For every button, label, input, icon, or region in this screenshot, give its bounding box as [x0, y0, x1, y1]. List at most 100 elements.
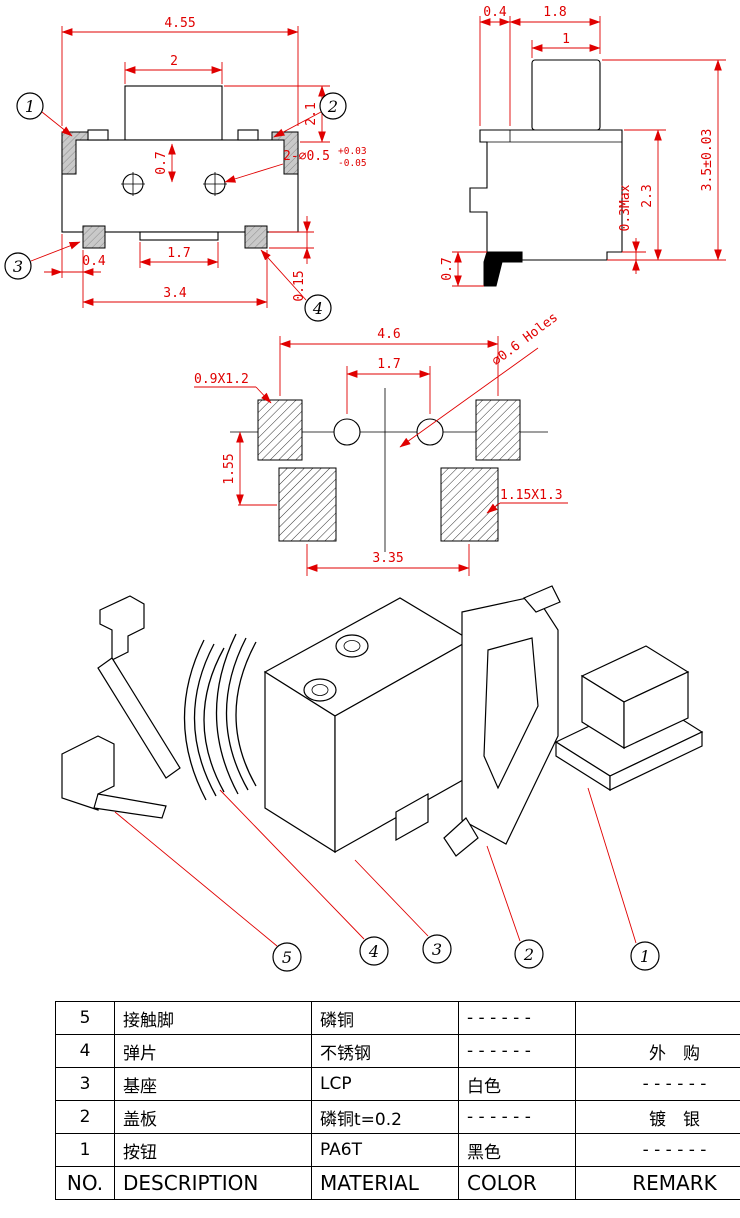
- dim-pad-span-x-label: 4.6: [377, 327, 400, 342]
- header-material: MATERIAL: [311, 1166, 459, 1200]
- part-4-springs: [183, 633, 257, 801]
- balloon-3-exploded-number: 3: [432, 940, 442, 959]
- parts-table: 5 接触脚 磷铜 - - - - - - 4 弹片 不锈钢 - - - - - …: [55, 1001, 740, 1200]
- cover-tab-right: [237, 129, 259, 141]
- balloon-1-exploded-number: 1: [640, 947, 650, 966]
- cell-no: 2: [55, 1100, 115, 1134]
- dim-holes-tol-upper: +0.03: [338, 146, 367, 157]
- balloon-3-number: 3: [13, 257, 23, 276]
- mounting-pad-left: [82, 225, 106, 249]
- drawing-canvas: 4.55 2 2.1 0.7 2-∅0.5 +0.03 -0.05 0.4: [4, 5, 726, 972]
- balloon-2: 2: [273, 92, 347, 138]
- label-pad-bottom-size: 1.15X1.3: [486, 488, 568, 514]
- table-header-row: NO. DESCRIPTION MATERIAL COLOR REMARK: [55, 1166, 740, 1200]
- dim-body-height: 2.3: [640, 129, 662, 261]
- balloon-4-exploded-number: 4: [368, 942, 379, 961]
- table-row-3: 3 基座 LCP 白色 - - - - - -: [55, 1067, 740, 1101]
- dim-pad-height-label: 0.15: [292, 270, 307, 301]
- hole-centerlines: [121, 172, 227, 196]
- cell-no: 4: [55, 1034, 115, 1068]
- cell-remark: 镀 银: [575, 1100, 740, 1134]
- exploded-view: 5 4 3 2 1: [61, 585, 704, 972]
- dim-pad-span-label: 3.4: [163, 286, 187, 301]
- table-row-2: 2 盖板 磷铜t=0.2 - - - - - - 镀 银: [55, 1100, 740, 1134]
- balloon-3-exploded: 3: [422, 934, 452, 964]
- dim-pad-span-bottom-label: 3.35: [372, 551, 403, 566]
- header-remark: REMARK: [575, 1166, 740, 1200]
- dim-body-height-label: 2.3: [640, 184, 655, 207]
- dim-hole-pitch-label: 1.7: [377, 357, 400, 372]
- cell-color: - - - - - -: [458, 1100, 576, 1134]
- cover-detail-lines: [487, 130, 622, 143]
- dim-total-width: 4.55: [61, 16, 299, 36]
- dim-pad-height: 0.15: [292, 216, 311, 302]
- balloon-4-exploded-circle: [359, 936, 389, 966]
- dim-pad-span-bottom: 3.35: [306, 551, 470, 572]
- cell-color: 黑色: [458, 1133, 576, 1167]
- label-pad-top-size: 0.9X1.2: [194, 372, 272, 404]
- balloon-3: 3: [4, 241, 81, 280]
- balloon-4-leader: [260, 249, 307, 301]
- table-row-4: 4 弹片 不锈钢 - - - - - - 外 购: [55, 1034, 740, 1068]
- button-side-outline: [531, 59, 601, 131]
- pad-bottom-right: [440, 467, 499, 542]
- balloon-3-leader: [30, 241, 81, 262]
- balloon-2-circle: [319, 92, 347, 120]
- cell-description: 接触脚: [114, 1001, 312, 1035]
- cover-corner-right: [271, 131, 299, 175]
- table-row-1: 1 按钮 PA6T 黑色 - - - - - -: [55, 1133, 740, 1167]
- cell-no: 5: [55, 1001, 115, 1035]
- header-no: NO.: [55, 1166, 115, 1200]
- part-1-button: [554, 645, 704, 792]
- label-pad-bottom-size-text: 1.15X1.3: [500, 488, 563, 503]
- dim-top-width-label: 1.8: [543, 5, 566, 20]
- balloon-3-exploded-circle: [422, 934, 452, 964]
- cover-tab-left: [87, 129, 109, 141]
- cell-remark: - - - - - -: [575, 1133, 740, 1167]
- mounting-pad-right: [244, 225, 268, 249]
- pad-top-left: [257, 399, 303, 461]
- dim-holes-tol-lower: -0.05: [338, 158, 367, 169]
- dim-pad-inset-label: 0.4: [82, 254, 106, 269]
- balloon-2-exploded: 2: [514, 939, 544, 969]
- cell-material: LCP: [311, 1067, 459, 1101]
- balloon-1-exploded-circle: [630, 941, 660, 971]
- dim-bottom-pitch: 1.7: [139, 246, 219, 266]
- label-holes-text: ∅0.6 Holes: [489, 310, 561, 369]
- cover-corner-left: [61, 131, 89, 175]
- cell-color: - - - - - -: [458, 1001, 576, 1035]
- balloon-5-circle: [272, 942, 302, 972]
- pad-top-right: [475, 399, 521, 461]
- balloon-2-exploded-number: 2: [523, 945, 534, 964]
- dim-hole-pitch: 1.7: [346, 357, 431, 378]
- cell-remark: - - - - - -: [575, 1067, 740, 1101]
- dim-pad-inset: 0.4: [44, 254, 106, 276]
- body-side-outline: [469, 129, 623, 261]
- cell-description: 弹片: [114, 1034, 312, 1068]
- dim-button-width: 2: [124, 54, 223, 74]
- balloon-1: 1: [16, 92, 73, 137]
- dim-top-offset: 0.4: [479, 5, 511, 26]
- dim-top-offset-label: 0.4: [483, 5, 507, 20]
- dim-terminal-height-label: 0.7: [440, 257, 455, 280]
- cell-material: PA6T: [311, 1133, 459, 1167]
- cell-material: 不锈钢: [311, 1034, 459, 1068]
- side-view: 0.4 1.8 1 3.5±0.03 2.3 0.3Max 0.7: [440, 5, 726, 287]
- dim-total-width-label: 4.55: [164, 16, 195, 31]
- balloon-2-leader: [273, 111, 322, 138]
- bottom-notch: [139, 231, 219, 241]
- cell-remark: 外 购: [575, 1034, 740, 1068]
- header-description: DESCRIPTION: [114, 1166, 312, 1200]
- dim-top-width: 1.8: [509, 5, 601, 26]
- dim-standoff-label: 0.3Max: [618, 184, 633, 231]
- balloon-5-number: 5: [282, 948, 292, 967]
- dim-hole-drop-label: 0.7: [154, 151, 169, 174]
- cell-material: 磷铜t=0.2: [311, 1100, 459, 1134]
- part-3-base: [263, 597, 493, 854]
- balloon-2-number: 2: [327, 97, 338, 116]
- balloon-4: 4: [260, 249, 332, 322]
- dim-total-height: 3.5±0.03: [700, 59, 722, 261]
- dim-standoff: 0.3Max: [618, 184, 640, 274]
- base-boss-top: [335, 634, 369, 658]
- terminal-side: [483, 251, 523, 287]
